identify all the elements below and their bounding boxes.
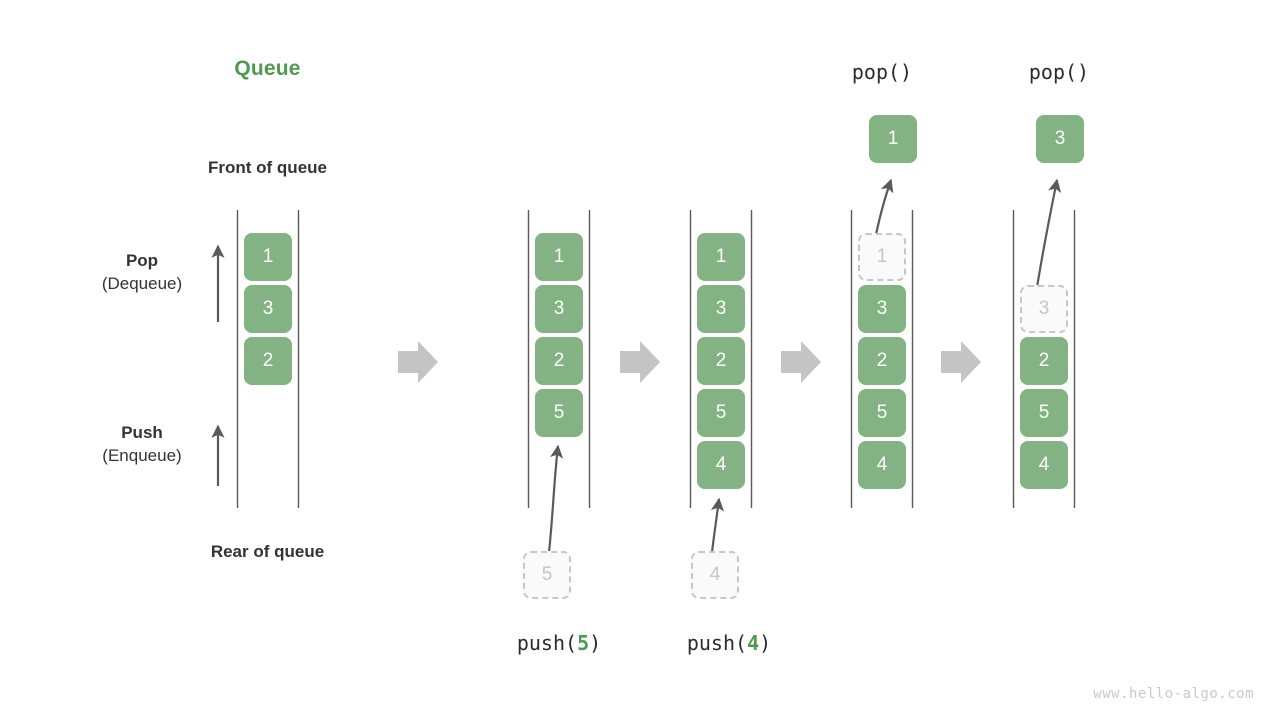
- page-title: Queue: [234, 57, 301, 80]
- pop-3-call-label: pop(): [1028, 60, 1090, 84]
- queue-box: 1: [244, 233, 292, 281]
- queue-box: 5: [697, 389, 745, 437]
- queue-box: 3: [244, 285, 292, 333]
- step-arrow-4: [941, 341, 981, 383]
- popped-element-1: 1: [869, 115, 917, 163]
- popped-element-3: 3: [1036, 115, 1084, 163]
- pop-label-line1: Pop: [125, 251, 159, 270]
- queue-box-ghost: 3: [1020, 285, 1068, 333]
- queue-box: 5: [535, 389, 583, 437]
- pop-3-arrow: [1033, 178, 1062, 301]
- step-arrow-1: [398, 341, 438, 383]
- queue-box-ghost: 1: [858, 233, 906, 281]
- push-operation-label: Push (Enqueue): [52, 422, 232, 468]
- queue-box: 1: [535, 233, 583, 281]
- front-of-queue-label: Front of queue: [208, 158, 327, 177]
- queue-box: 2: [535, 337, 583, 385]
- pop-operation-label: Pop (Dequeue): [52, 250, 232, 296]
- queue-box: 4: [697, 441, 745, 489]
- queue-box: 5: [858, 389, 906, 437]
- push-4-prefix: push(: [686, 631, 748, 655]
- rear-of-queue-label: Rear of queue: [210, 542, 325, 561]
- push-label-line2: (Enqueue): [102, 445, 182, 465]
- push-4-call-label: push(4): [659, 631, 799, 655]
- queue-box: 1: [697, 233, 745, 281]
- push-4-suffix: ): [759, 631, 772, 655]
- incoming-element-4: 4: [691, 551, 739, 599]
- push-label-line1: Push: [121, 423, 163, 442]
- queue-box: 4: [858, 441, 906, 489]
- push-4-argument: 4: [747, 631, 760, 655]
- queue-box: 2: [858, 337, 906, 385]
- push-5-call-label: push(5): [489, 631, 629, 655]
- queue-box: 3: [535, 285, 583, 333]
- queue-box: 3: [697, 285, 745, 333]
- queue-box: 4: [1020, 441, 1068, 489]
- push-5-prefix: push(: [516, 631, 578, 655]
- queue-box: 5: [1020, 389, 1068, 437]
- incoming-element-5: 5: [523, 551, 571, 599]
- pop-1-call-label: pop(): [851, 60, 913, 84]
- queue-box: 2: [697, 337, 745, 385]
- queue-box: 2: [1020, 337, 1068, 385]
- push-4-arrow: [710, 497, 725, 553]
- pop-label-line2: (Dequeue): [101, 273, 183, 293]
- step-arrow-3: [781, 341, 821, 383]
- push-5-suffix: ): [589, 631, 602, 655]
- step-arrow-2: [620, 341, 660, 383]
- queue-box: 2: [244, 337, 292, 385]
- site-watermark: www.hello-algo.com: [1093, 686, 1254, 702]
- push-5-arrow: [547, 444, 564, 553]
- queue-box: 3: [858, 285, 906, 333]
- push-5-argument: 5: [577, 631, 590, 655]
